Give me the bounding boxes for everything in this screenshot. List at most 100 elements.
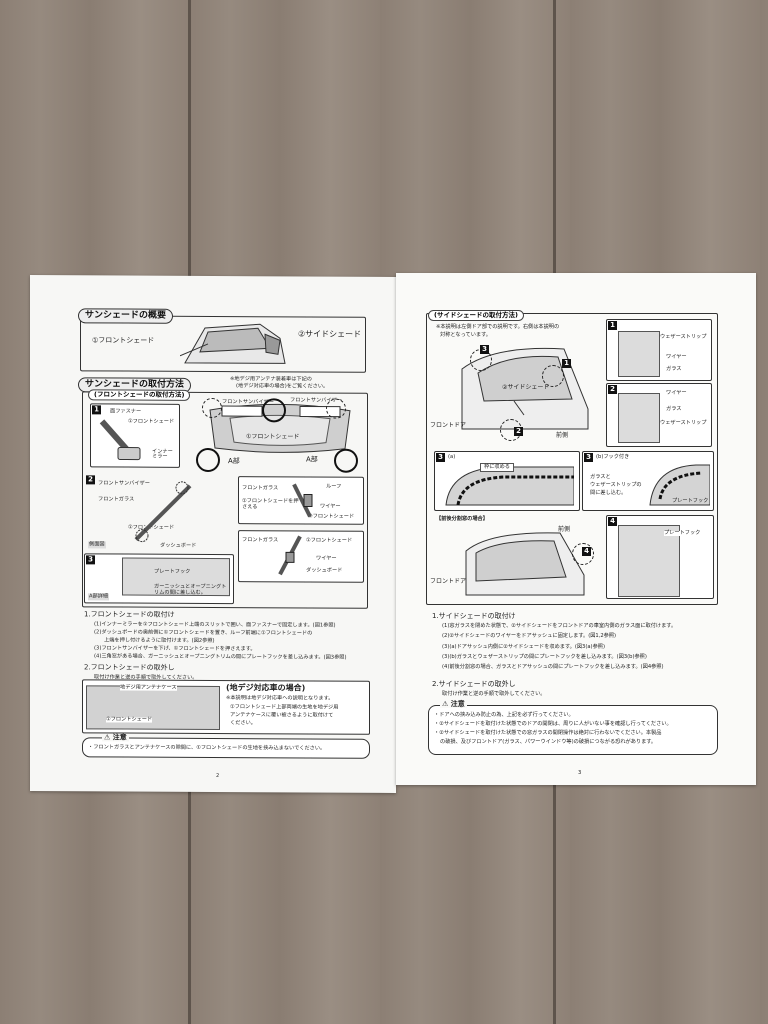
front-remove-title: 2.フロントシェードの取外し [84,663,175,672]
fig2-label-glass: フロントガラス [98,496,135,503]
side-fig1-wire: ワイヤー [666,354,687,360]
side-install-step-3b: (3)(b)ガラスとウェザーストリップの間にプレートフックを差し込みます。(図3… [442,654,647,660]
side-install-step-4: (4)前後分割窓の場合、ガラスとドアサッシュの間にプレートフックを差し込みます。… [442,664,664,670]
side-figure-2-number: 2 [608,385,617,394]
overview-heading: サンシェードの概要 [78,308,174,324]
left-caution-title: ⚠ 注意 [102,733,129,742]
side-install-title: 1.サイドシェードの取付け [432,612,516,620]
side-figure-3a-number: 3 [436,453,445,462]
overview-front-label: ①フロントシェード [92,336,155,345]
front-method-sub: (フロントシェードの取付方法) [88,389,191,401]
side-remove-text: 取付け作業と逆の手順で取外してください。 [442,691,546,697]
split-marker-4: 4 [582,547,591,556]
side-method-box [426,313,718,605]
left-page-number: 2 [216,773,220,780]
side-view-illustration [134,481,192,543]
side-install-step-2: (2)②サイドシェードのワイヤーをドアサッシュに固定します。(図1,2参照) [442,633,617,639]
digital-text-3: アンテナケースに覆い被さるように取付けて [230,712,334,719]
side-method-sub: (サイドシェードの取付方法) [428,310,524,321]
fig2-inset2-wire: ワイヤー [316,555,337,562]
side-fig2-photo [618,393,660,443]
door-circle-1 [542,365,564,387]
roof-wire-illustration [292,483,313,518]
door-label-front-door: フロントドア [430,422,467,429]
antenna-note-1: ※地デジ用アンテナ装着車は下記の [230,376,312,383]
front-install-step-4: (4)三角窓がある場合、ガーニッシュとオープニングトリムの間にプレートフックを差… [94,653,347,661]
side-fig3b-illustration [649,464,710,506]
split-label-door: フロントドア [430,578,467,585]
mirror-highlight-circle [262,398,286,423]
side-figure-1-number: 1 [608,321,617,330]
side-fig3b-text-2: ウェザーストリップの [590,482,642,488]
front-install-title: 1.フロントシェードの取付け [84,610,175,619]
side-fig2-weatherstrip: ウェザーストリップ [660,420,707,426]
mirror-illustration [99,419,141,461]
dashboard-wire-illustration [278,535,302,576]
fig3-label-insert: ガーニッシュとオープニングトリムの間に差し込む。 [154,583,227,597]
antenna-case-photo [86,685,220,731]
side-figure-3b-number: 3 [584,453,593,462]
side-fig4-photo [618,525,680,597]
right-caution-4: の破損、及びフロントドア(ガラス、パワーウインドウ等)の破損につながる恐れがあり… [440,739,657,745]
fig2-inset1-roof: ルーフ [326,483,342,490]
left-page: サンシェードの概要 ①フロントシェード ②サイドシェード サンシェードの取付方法… [30,275,396,793]
visor-right-circle [326,398,346,419]
front-install-step-2: (2)ダッシュボードの奥前側に①フロントシェードを置き、ルーフ前端に①フロントシ… [94,629,313,637]
a-part-label-1: A部 [228,457,240,466]
figure-2-number: 2 [86,475,95,485]
door-marker-3: 3 [480,345,489,354]
right-caution-box [428,705,718,755]
fig3-label-detail: A部詳細 [88,593,110,601]
digital-fig-antenna-label: 地デジ用アンテナケース [120,684,177,692]
side-note-1: ※本説明は左側ドア部での説明です。右側は本説明の [436,324,560,330]
side-fig1-photo [618,331,660,377]
door-marker-2: 2 [514,427,523,436]
right-page: (サイドシェードの取付方法) ※本説明は左側ドア部での説明です。右側は本説明の … [396,273,756,785]
a-part-circle-right [334,448,358,473]
overview-side-label: ②サイドシェード [298,329,362,339]
front-install-step-1: (1)インナーミラーを①フロントシェード上端のスリットで囲い、面ファスナーで固定… [94,621,336,629]
fig1-label-fastener: 面ファスナー [110,408,142,415]
figure-3-number: 3 [86,555,95,565]
digital-fig-shade-label: ①フロントシェード [106,716,153,723]
digital-title: (地デジ対応車の場合) [226,683,306,693]
door-label-front: 前側 [556,432,569,439]
side-fig3a-label: (a) [448,454,456,460]
side-figure-4-number: 4 [608,517,617,526]
fig2-inset2-shade: ①フロントシェード [306,537,353,544]
digital-text-2: ①フロントシェード上部両端の生地を地デジ用 [230,704,339,711]
windshield-illustration [209,403,351,453]
door-label-side-shade: ②サイドシェード [502,384,550,391]
front-install-step-3: (3)フロントサンバイザーを下げ、①フロントシェードを押さえます。 [94,645,256,653]
side-fig3a-text: 枠に収める [480,463,514,473]
figure-1-number: 1 [92,405,101,415]
right-caution-1: ・ドアへの挟み込み防止の為、上記を必ず行ってください。 [434,712,574,718]
instruction-booklet: サンシェードの概要 ①フロントシェード ②サイドシェード サンシェードの取付方法… [30,273,756,793]
fig2-inset2-dashboard: ダッシュボード [306,567,343,574]
right-page-number: 3 [578,770,582,776]
right-caution-title-text: 注意 [450,700,465,708]
door-marker-1: 1 [562,359,571,368]
side-fig1-glass: ガラス [666,366,682,372]
side-fig3b-hook: プレートフック [672,498,709,504]
side-remove-title: 2.サイドシェードの取外し [432,680,516,688]
right-caution-3: ・②サイドシェードを取付けた状態での窓ガラスの開閉操作は絶対に行わないでください… [434,730,662,736]
side-fig3a-illustration [445,466,574,506]
side-fig3b-text-3: 間に差し込む。 [590,490,627,496]
split-circle-4 [572,543,594,565]
right-caution-2: ・②サイドシェードを取付けた状態でのドアの開閉は、周りに人がいない事を確認し行っ… [434,721,672,727]
front-install-step-2b: 上端を押し付けるように取付けます。(図2参照) [104,637,215,645]
a-part-circle-left [196,447,220,473]
fig2-label-side-view: 側面図 [88,541,106,549]
split-window-illustration [465,532,585,596]
fig2-inset1-glass: フロントガラス [242,485,279,492]
split-window-label: 【前後分割窓の場合】 [436,516,488,522]
side-fig1-weatherstrip: ウェザーストリップ [660,334,707,340]
side-install-step-3a: (3)(a)ドアサッシュ内側に②サイドシェードを収めます。(図3(a)参照) [442,644,605,650]
fig1-label-front-shade: ①フロントシェード [128,418,175,425]
visor-left-circle [202,397,222,419]
side-fig3b-text-1: ガラスと [590,474,611,480]
split-label-front: 前側 [558,526,571,533]
side-fig3b-label: (b)フック付き [596,454,630,460]
right-caution-title: ⚠ 注意 [440,700,467,708]
